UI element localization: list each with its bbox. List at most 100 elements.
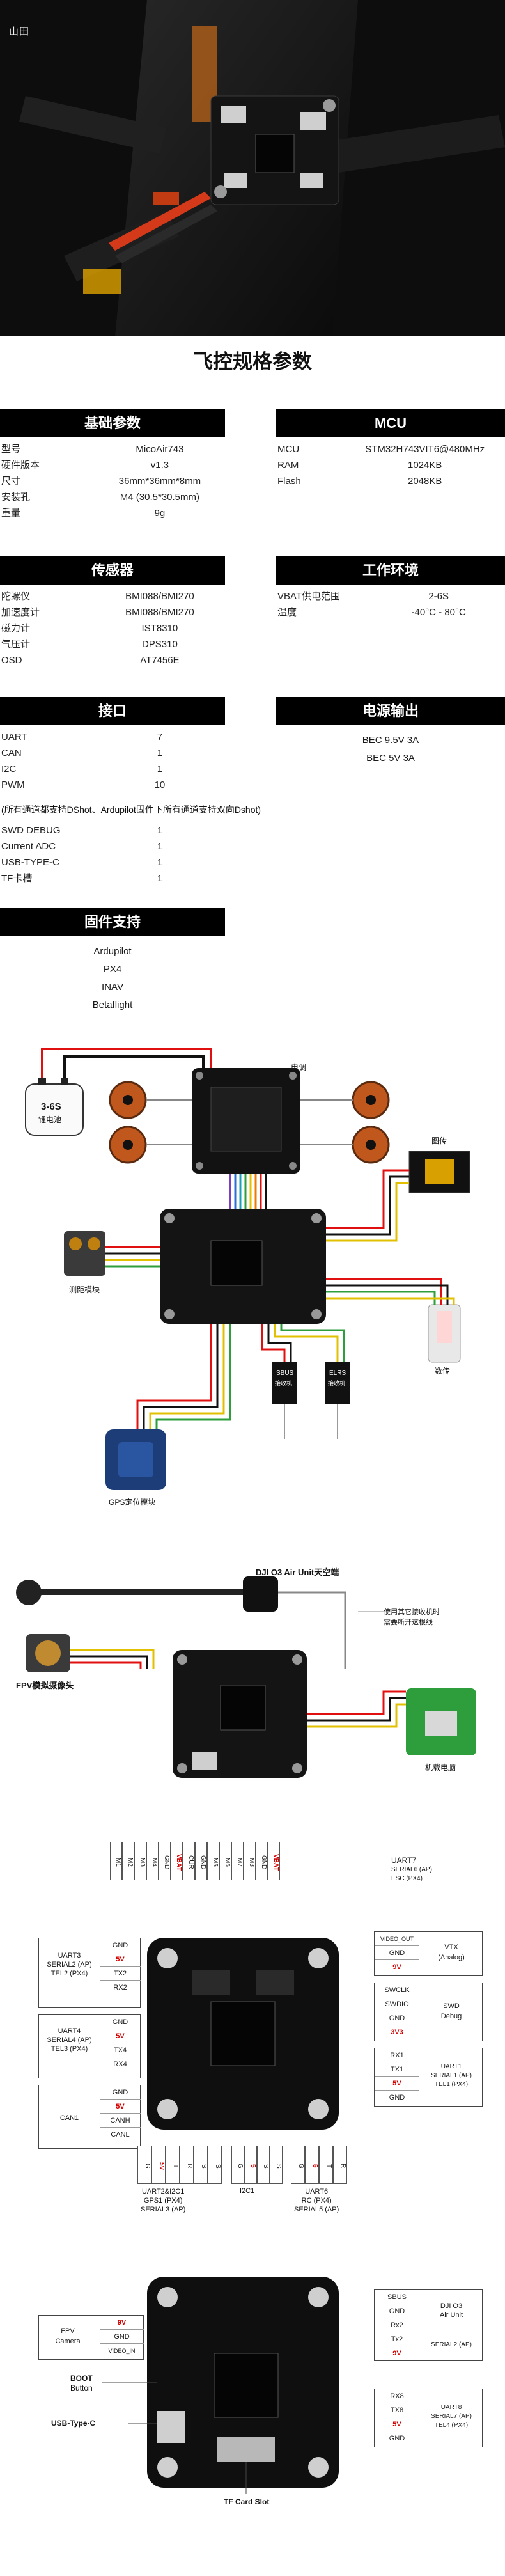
pin-label: CANH bbox=[100, 2114, 141, 2128]
spec-key: PWM bbox=[1, 780, 25, 790]
tf-label: TF Card Slot bbox=[224, 2497, 270, 2506]
pinout-graphic-bottom bbox=[102, 2277, 339, 2494]
firmware-item: Ardupilot bbox=[93, 946, 132, 957]
pin-label: GND bbox=[100, 1938, 141, 1952]
pwm-note: (所有通道都支持DShot、Ardupilot固件下所有通道支持双向Dshot) bbox=[1, 805, 261, 815]
spec-row: 温度-40°C - 80°C bbox=[276, 604, 505, 620]
spec-value: BMI088/BMI270 bbox=[125, 591, 194, 602]
spec-value: BMI088/BMI270 bbox=[125, 607, 194, 618]
spec-key: 加速度计 bbox=[1, 607, 40, 618]
o3-sub: Air Unit bbox=[439, 2311, 463, 2319]
spec-value: 2-6S bbox=[428, 591, 449, 602]
bl-sub1: GPS1 (PX4) bbox=[143, 2197, 183, 2204]
pin-cell: G bbox=[291, 2146, 305, 2184]
boot-label: BOOT bbox=[70, 2374, 93, 2383]
pin-label: GND bbox=[375, 2304, 419, 2318]
pin-cell: M5 bbox=[207, 1842, 219, 1880]
pin-label: SWDIO bbox=[375, 1997, 419, 2011]
bl-title: UART2&I2C1 bbox=[141, 2188, 185, 2195]
fpv-camera-label: FPV模拟摄像头 bbox=[16, 1681, 74, 1690]
spec-value: DPS310 bbox=[141, 639, 178, 650]
pin-cell: M6 bbox=[219, 1842, 231, 1880]
spec-value: -40°C - 80°C bbox=[411, 607, 466, 618]
pin-label: 9V bbox=[392, 2350, 401, 2357]
pin-cell: 5 bbox=[305, 2146, 319, 2184]
page-title: 飞控规格参数 bbox=[193, 350, 312, 373]
pin-label: TX8 bbox=[375, 2403, 419, 2417]
firmware-item: PX4 bbox=[103, 964, 122, 975]
dji-note-2: 需要断开这根线 bbox=[384, 1619, 433, 1626]
uart8-sub2: TEL4 (PX4) bbox=[434, 2422, 469, 2429]
pin-cell: M7 bbox=[231, 1842, 244, 1880]
spec-value: 1 bbox=[157, 764, 163, 774]
spec-value: AT7456E bbox=[140, 655, 180, 666]
power-output: BEC 9.5V 3A bbox=[362, 735, 419, 746]
mcu-header: MCU bbox=[276, 409, 505, 437]
spec-value: 10 bbox=[154, 780, 166, 790]
pin-label: VIDEO_IN bbox=[108, 2348, 136, 2354]
pin-cell: T bbox=[166, 2146, 180, 2184]
spec-key: Flash bbox=[277, 476, 301, 487]
can-title: CAN1 bbox=[59, 2114, 79, 2122]
pin-label: SBUS bbox=[375, 2290, 419, 2304]
uart1-sub1: SERIAL1 (AP) bbox=[431, 2072, 472, 2079]
env-header: 工作环境 bbox=[276, 556, 505, 585]
spec-row: Current ADC 1 bbox=[0, 838, 225, 854]
pin-cell: GND bbox=[195, 1842, 207, 1880]
firmware-header: 固件支持 bbox=[0, 908, 225, 936]
sbus-label: SBUS bbox=[276, 1370, 294, 1377]
br-title: UART6 bbox=[305, 2188, 329, 2195]
pin-label: GND bbox=[389, 2435, 405, 2442]
pin-label: 5V bbox=[375, 2417, 419, 2431]
pin-label: 5V bbox=[100, 1952, 141, 1967]
spec-key: 安装孔 bbox=[1, 492, 31, 503]
pin-cell: M3 bbox=[134, 1842, 146, 1880]
spec-value: 2048KB bbox=[408, 476, 442, 487]
battery-sub-label: 锂电池 bbox=[38, 1115, 62, 1124]
uart4-sub2: TEL3 (PX4) bbox=[50, 2045, 88, 2053]
interfaces-header: 接口 bbox=[0, 697, 225, 725]
spec-key: OSD bbox=[1, 655, 22, 666]
spec-key: VBAT供电范围 bbox=[277, 591, 341, 602]
spec-value: 1 bbox=[157, 748, 163, 758]
pin-cell: S bbox=[208, 2146, 222, 2184]
uart1-title: UART1 bbox=[440, 2063, 462, 2070]
spec-value: 1 bbox=[157, 857, 163, 868]
firmware-item: Betaflight bbox=[92, 1000, 133, 1010]
spec-value: 1 bbox=[157, 841, 163, 852]
pin-label: GND bbox=[100, 2330, 144, 2344]
uart4-title: UART4 bbox=[58, 2027, 81, 2035]
uart8-sub1: SERIAL7 (AP) bbox=[431, 2413, 472, 2420]
basic-params-header: 基础参数 bbox=[0, 409, 225, 437]
dji-wiring-diagram: DJI O3 Air Unit天空端 FPV模拟摄像头 使用其它接收机时 需要断… bbox=[0, 1554, 505, 1823]
pin-cell: M8 bbox=[244, 1842, 256, 1880]
spec-key: 型号 bbox=[1, 444, 21, 455]
spec-key: Current ADC bbox=[1, 841, 56, 852]
vtx-block: VIDEO_OUT GND 9V VTX(Analog) bbox=[374, 1931, 483, 1976]
pin-cell: G bbox=[137, 2146, 152, 2184]
spec-value: 7 bbox=[157, 732, 163, 742]
pin-label: 9V bbox=[392, 1963, 401, 1971]
spec-key: SWD DEBUG bbox=[1, 825, 61, 836]
pin-label: GND bbox=[375, 1946, 419, 1960]
camera-tx-label: 图传 bbox=[431, 1136, 447, 1145]
spec-value: 1 bbox=[157, 825, 163, 836]
spec-key: 硬件版本 bbox=[1, 460, 40, 471]
pin-cell: S bbox=[257, 2146, 270, 2184]
pin-cell: VBAT bbox=[268, 1842, 280, 1880]
bl-sub2: SERIAL3 (AP) bbox=[141, 2206, 186, 2213]
